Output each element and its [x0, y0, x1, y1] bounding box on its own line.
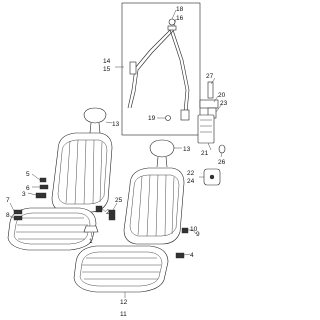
callout-10: 10 [190, 226, 198, 233]
bracket-1 [83, 225, 99, 233]
callout-20: 20 [218, 92, 226, 99]
slide-rail-3 [35, 192, 47, 199]
headrest-right [149, 139, 182, 168]
callout-13-right: 13 [183, 146, 191, 153]
callout-26: 26 [218, 159, 226, 166]
belt-webbing-edge [130, 30, 174, 109]
seat-cushion-left [7, 192, 97, 251]
anchor-plate-16 [167, 25, 177, 31]
seat-parts-diagram: 14 15 18 16 19 27 20 23 21 26 22 24 13 1… [6, 2, 228, 318]
center-hardware [83, 202, 118, 238]
anchor-bolt-19 [165, 115, 171, 121]
callout-24: 24 [187, 178, 195, 185]
cushion-shell [73, 245, 169, 293]
callout-23: 23 [220, 100, 228, 107]
cushion-shell [7, 207, 97, 251]
headrest-pad [149, 139, 175, 158]
callout-16: 16 [176, 15, 184, 22]
bracket-20 [199, 99, 219, 109]
callout-2: 2 [106, 209, 110, 216]
seat-back-right [123, 167, 197, 245]
hinge-cover-10 [181, 227, 189, 234]
callout-11: 11 [120, 311, 127, 318]
bolt-27 [207, 81, 214, 99]
callout-1: 1 [89, 238, 93, 245]
callout-12: 12 [120, 299, 128, 306]
cover-21 [197, 114, 215, 144]
seat-cushion-right [73, 245, 191, 298]
callouts: 14 15 18 16 19 27 20 23 21 26 22 24 13 1… [6, 6, 228, 318]
shoulder-strap [169, 29, 187, 113]
callout-6: 6 [26, 185, 30, 192]
bolt-25 [108, 209, 116, 221]
callout-15: 15 [103, 66, 111, 73]
lever-7 [13, 209, 23, 215]
callout-3: 3 [22, 191, 26, 198]
headrest-pad [83, 107, 107, 124]
callout-14: 14 [103, 58, 111, 65]
shoulder-strap-edge [172, 29, 190, 113]
anchor-bolt-18 [168, 18, 176, 26]
seat-back-shell [51, 132, 113, 213]
seat-back-shell [123, 167, 185, 245]
callout-4: 4 [190, 252, 194, 259]
buckle-tongue [129, 61, 137, 75]
retractor [180, 109, 190, 121]
seat-belt-frame [121, 2, 201, 136]
spacer-8 [13, 215, 23, 221]
callout-9: 9 [196, 231, 200, 238]
callout-21: 21 [201, 150, 209, 157]
callout-25: 25 [115, 197, 123, 204]
seat-back-left [31, 132, 113, 213]
seat-belt-assembly [115, 2, 201, 136]
callout-19: 19 [148, 115, 156, 122]
callout-27: 27 [206, 73, 214, 80]
knob-center [209, 174, 215, 180]
headrest-left [83, 107, 113, 134]
bolt-2 [95, 205, 103, 213]
callout-5: 5 [26, 171, 30, 178]
side-hardware [197, 77, 226, 186]
callout-13-left: 13 [112, 121, 120, 128]
callout-7: 7 [6, 197, 10, 204]
bracket-4 [175, 252, 185, 259]
hinge-cover-6 [39, 184, 49, 190]
callout-8: 8 [6, 212, 10, 219]
cap-26 [218, 144, 226, 154]
callout-22: 22 [187, 170, 195, 177]
callout-18: 18 [176, 6, 184, 13]
recliner-knob-5 [39, 177, 47, 183]
